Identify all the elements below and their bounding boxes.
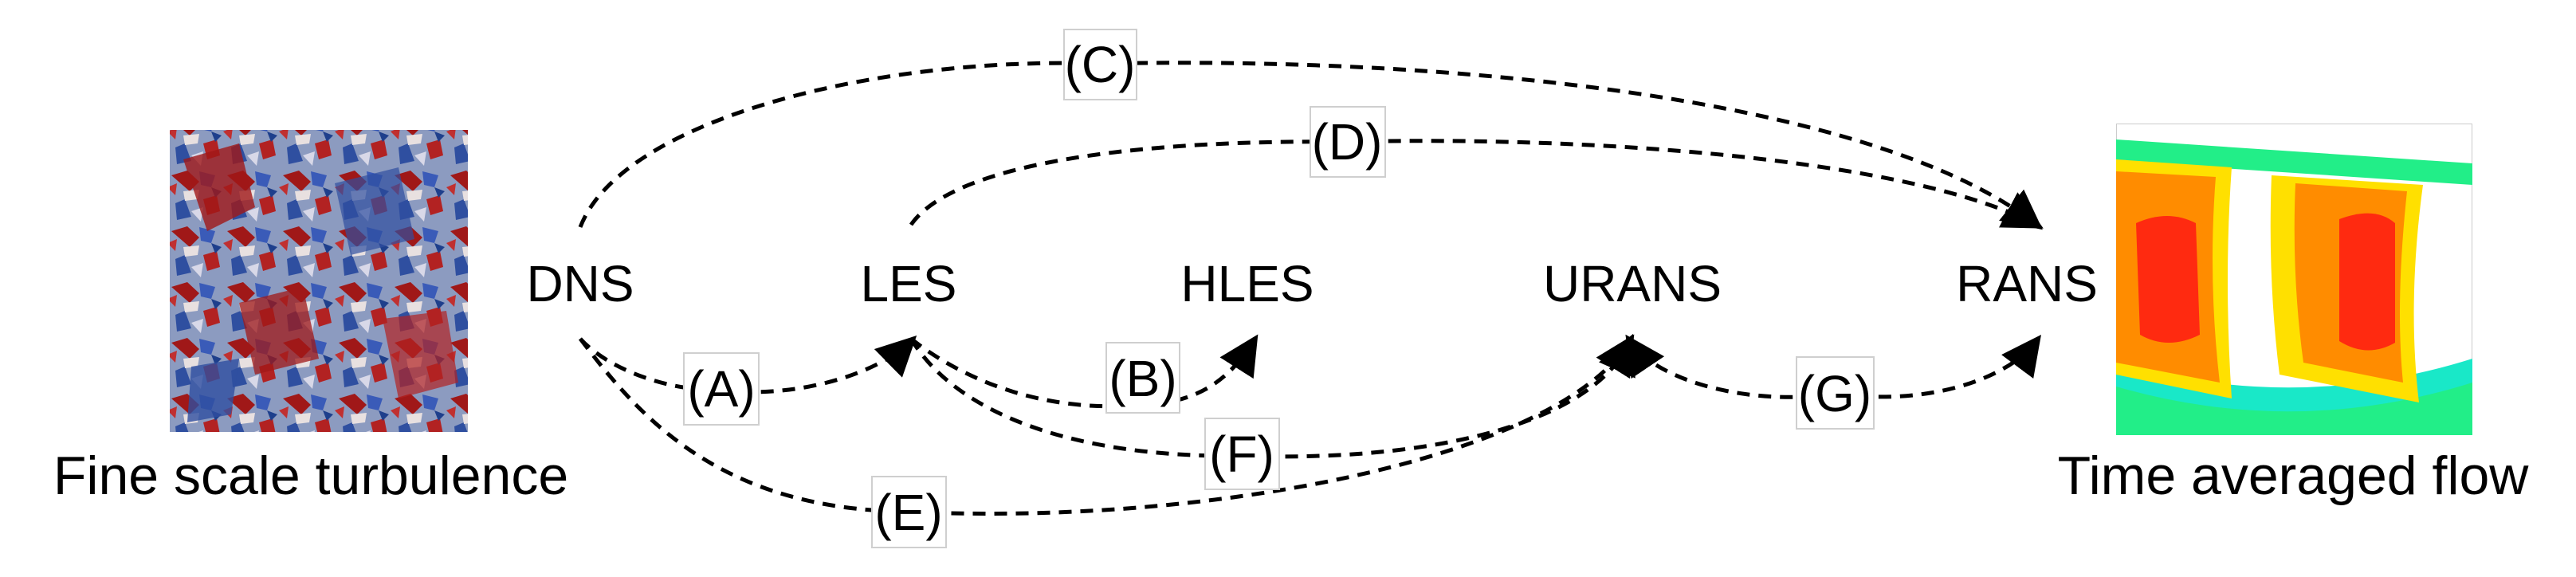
edge-label-box (1310, 106, 1386, 178)
edge-label-box (683, 352, 760, 426)
flow-band-top (2116, 139, 2472, 185)
edge-label-a: (A) (683, 352, 760, 426)
turbulence-image (170, 130, 468, 432)
edge-label-text: (F) (1209, 426, 1274, 483)
edge-label-g: (G) (1796, 356, 1875, 430)
edge-label-text: (A) (687, 360, 755, 418)
node-dns: DNS (526, 255, 634, 312)
edge-label-text: (D) (1312, 113, 1383, 171)
node-urans: URANS (1543, 255, 1722, 312)
edge-label-d: (D) (1310, 106, 1386, 178)
flow-core-red (2339, 213, 2395, 351)
edge-label-box (1796, 356, 1875, 430)
edge-b-path (909, 334, 1259, 409)
node-rans: RANS (1956, 255, 2098, 312)
edge-label-box (1105, 342, 1180, 414)
edge-label-text: (B) (1109, 350, 1176, 407)
edge-e-path (579, 334, 1635, 516)
edge-label-text: (E) (874, 484, 942, 541)
turbulence-vortex (335, 167, 414, 255)
time-averaged-flow-image (2116, 124, 2472, 435)
edge-label-e: (E) (871, 476, 947, 548)
edge-g-path-right (1835, 334, 2041, 399)
edge-label-box (1063, 29, 1137, 100)
edge-label-f: (F) (1204, 418, 1280, 490)
edge-label-box (1204, 418, 1280, 490)
edge-c-path (578, 61, 2043, 230)
edge-label-b: (B) (1105, 342, 1180, 414)
turbulence-vortex (187, 359, 239, 422)
edge-label-text: (C) (1065, 36, 1136, 93)
edge-label-c: (C) (1063, 29, 1137, 100)
caption-time-averaged-flow: Time averaged flow (2058, 446, 2530, 506)
turbulence-vortex (383, 311, 458, 398)
turbulence-vortex (239, 287, 319, 375)
edge-label-box (871, 476, 947, 548)
turbulence-vortex (183, 143, 255, 231)
edge-label-text: (G) (1798, 365, 1871, 422)
flow-band-bottom (2116, 375, 2472, 435)
flow-core-red (2136, 216, 2200, 343)
caption-fine-scale-turbulence: Fine scale turbulence (53, 446, 568, 506)
node-hles: HLES (1180, 255, 1314, 312)
node-les: LES (861, 255, 957, 312)
edge-d-path (909, 139, 2044, 229)
flow-band-cyan (2116, 359, 2472, 412)
